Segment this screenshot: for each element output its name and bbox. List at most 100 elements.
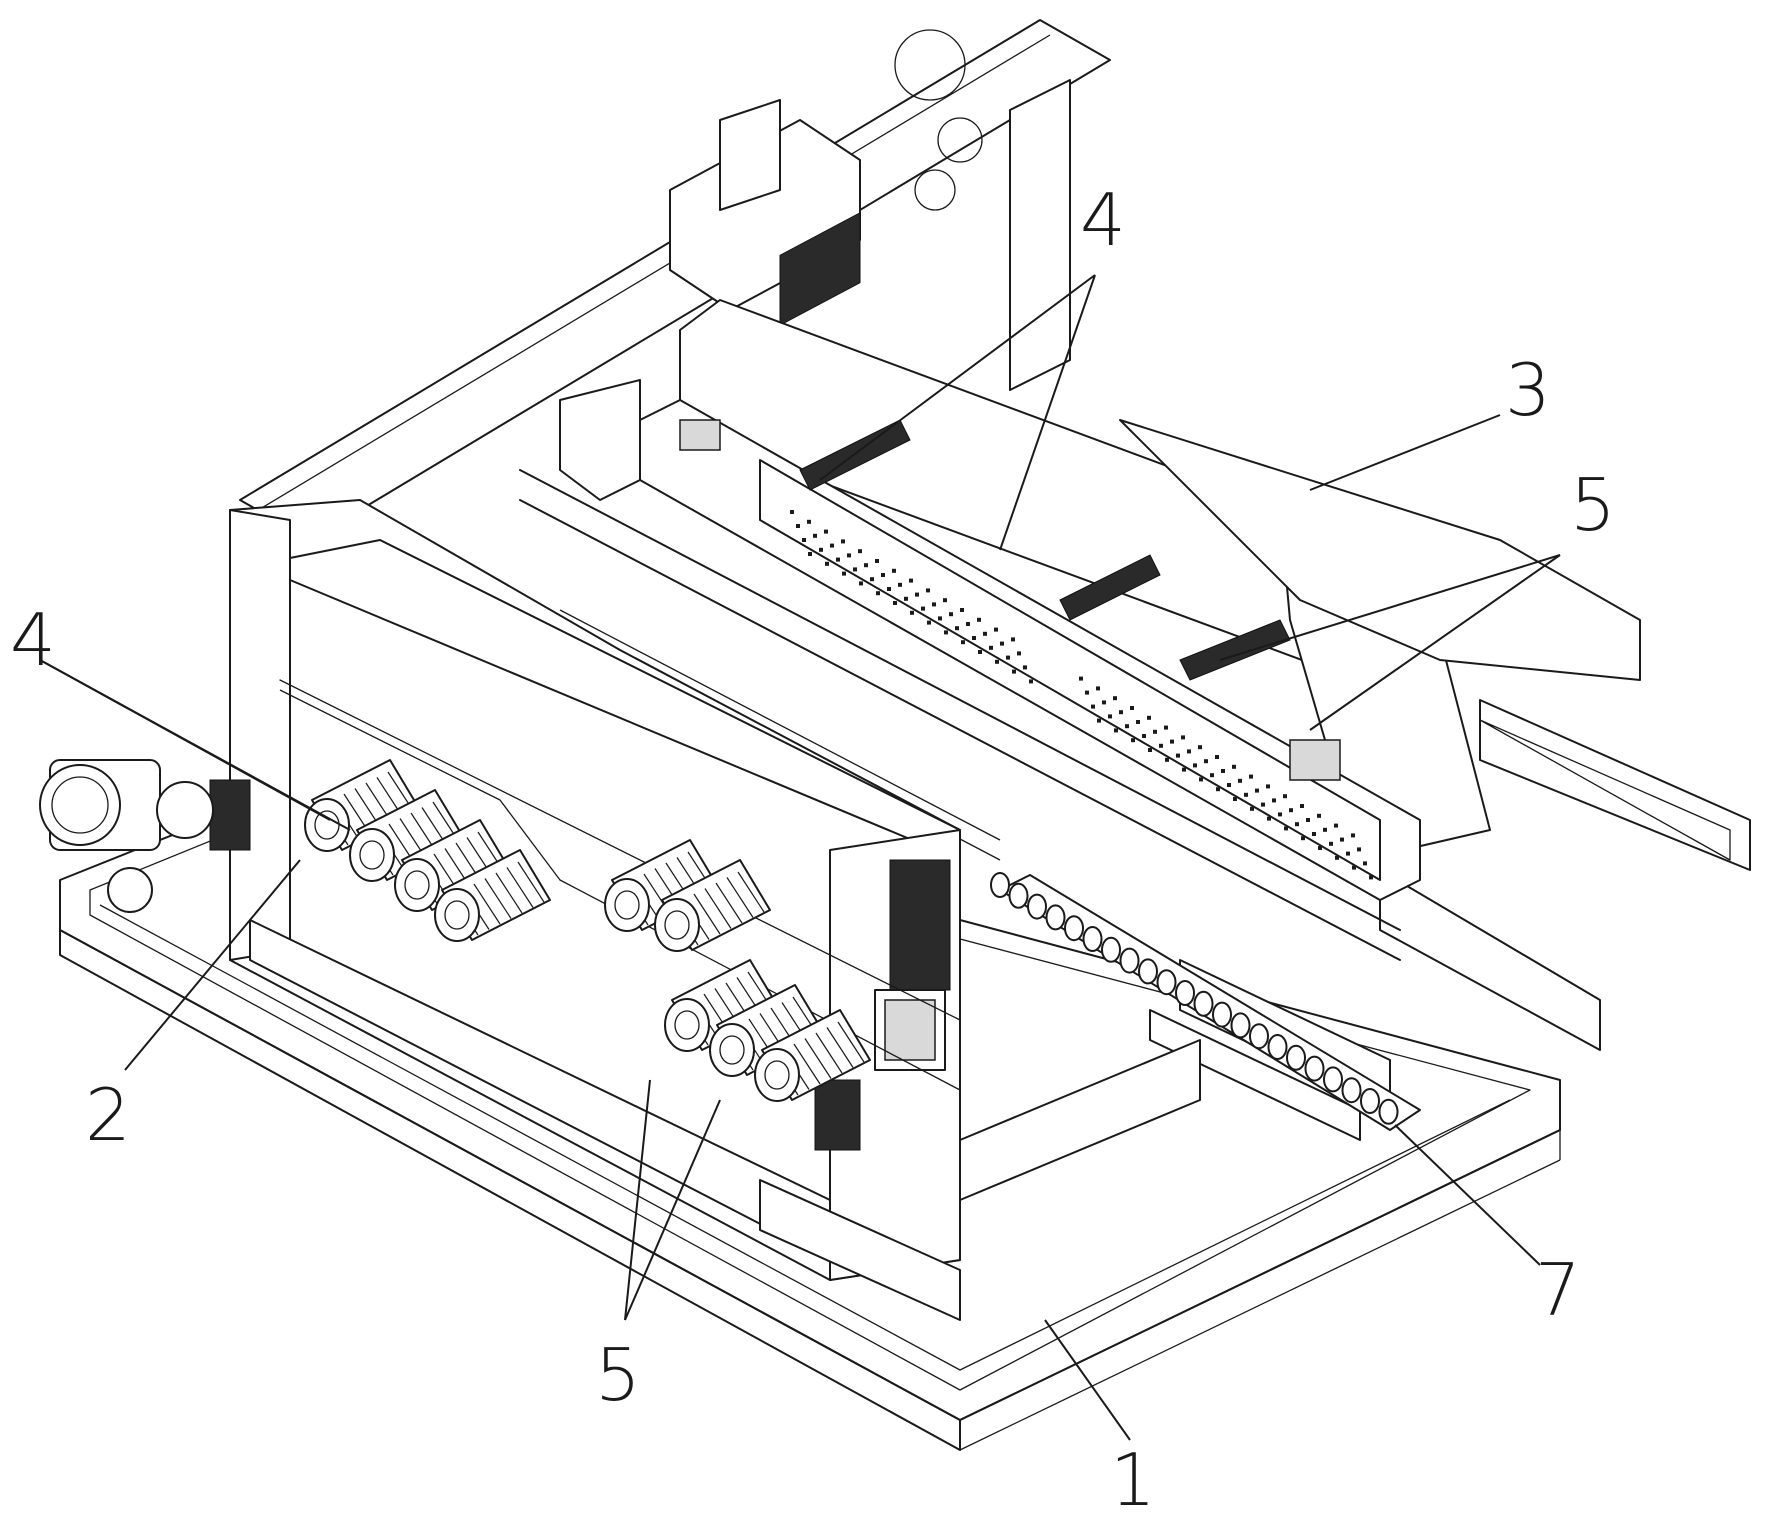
perforation-dot [870,577,874,582]
conveyor-roller [1230,1012,1251,1039]
perforation-dot [977,617,981,622]
perforation-dot [1113,696,1117,701]
perforation-dot [892,568,896,573]
perforation-dot [864,563,868,568]
conveyor-roller [1360,1088,1380,1114]
leader-lines [39,274,1561,1441]
perforation-dot [904,596,908,601]
perforation-dot [1131,738,1135,743]
perforation-dot [859,581,863,586]
perforation-dot [909,578,913,583]
grinding-motor [754,1009,871,1102]
perforation-dot [1238,778,1242,783]
perforation-dot [1000,641,1004,646]
conveyor-roller [1212,1001,1232,1028]
callout-1: 1 [1110,1438,1156,1516]
perforation-dot [1198,745,1202,750]
conveyor-rollers [990,872,1399,1125]
conveyor-roller [1138,958,1158,985]
conveyor-roller [1193,990,1214,1017]
perforation-dot [1272,798,1276,803]
perforation-dot [898,582,902,587]
perforation-dot [1114,728,1118,733]
conveyor-roller [1008,882,1029,909]
perforation-dot [966,622,970,626]
perforation-dot [1346,851,1350,856]
perforation-dot [819,547,823,552]
callout-5-right: 5 [1570,463,1616,547]
callout-5-bottom: 5 [595,1333,641,1417]
perforation-dot [1221,769,1225,773]
perforation-dot [1085,690,1089,695]
perforation-dot [1227,783,1231,787]
perforation-dot [961,640,965,645]
conveyor-roller [990,872,1010,898]
perforation-dot [1091,704,1095,709]
perforation-dot [1079,676,1083,681]
perforation-dot [858,549,862,554]
beam-perforations [790,510,1373,880]
perforation-dot [1232,764,1236,769]
perforation-dot [921,606,925,611]
perforation-dot [1284,826,1288,831]
perforation-dot [1250,806,1254,811]
perforation-dot [802,538,806,542]
perforation-dot [790,510,794,514]
perforation-dot [1289,808,1293,813]
perforation-dot [1182,767,1186,772]
perforation-dot [1215,755,1219,759]
perforation-dot [847,553,851,558]
perforation-dot [1017,651,1021,656]
perforation-dot [876,591,880,596]
perforation-dot [1159,743,1163,748]
conveyor-roller [1378,1098,1399,1125]
perforation-dot [1193,763,1197,768]
perforation-dot [813,533,817,538]
conveyor-roller [1064,915,1084,942]
conveyor-roller [1156,969,1177,996]
perforation-dot [875,559,879,563]
perforation-dot [972,636,976,640]
callout-labels: 4 3 5 4 2 5 1 7 [10,178,1616,1516]
perforation-dot [1318,846,1322,850]
perforation-dot [1351,833,1355,838]
perforation-dot [1199,777,1203,782]
conveyor-roller [1323,1066,1343,1093]
perforation-dot [796,524,800,528]
perforation-dot [1142,734,1146,738]
conveyor-roller [1249,1023,1269,1050]
perforation-dot [927,620,931,625]
perforation-dot [1312,832,1316,836]
perforation-dot [881,573,885,577]
perforation-dot [1261,802,1265,807]
perforation-dot [1267,816,1271,821]
perforation-dot [807,519,811,524]
perforation-dot [1329,841,1333,846]
perforation-dot [824,529,828,534]
perforation-dot [1334,823,1338,828]
conveyor-roller [1341,1077,1362,1104]
perforation-dot [989,645,993,650]
callout-3: 3 [1505,348,1551,432]
perforation-dot [1153,729,1157,734]
perforation-dot [1233,797,1237,801]
perforation-dot [1323,827,1327,832]
perforation-dot [1295,822,1299,827]
perforation-dot [1011,637,1015,642]
perforation-dot [949,612,953,617]
perforation-dot [1266,784,1270,789]
perforation-dot [1097,718,1101,723]
perforation-dot [1119,710,1123,715]
perforation-dot [910,610,914,615]
perforation-dot [1130,706,1134,710]
perforation-dot [1012,669,1016,674]
perforation-dot [1125,724,1129,729]
perforation-dot [1352,865,1356,870]
perforation-dot [853,567,857,572]
perforation-dot [926,588,930,593]
perforation-dot [1148,748,1152,752]
perforation-dot [1301,836,1305,841]
callout-4-left: 4 [10,598,56,682]
perforation-dot [955,626,959,631]
